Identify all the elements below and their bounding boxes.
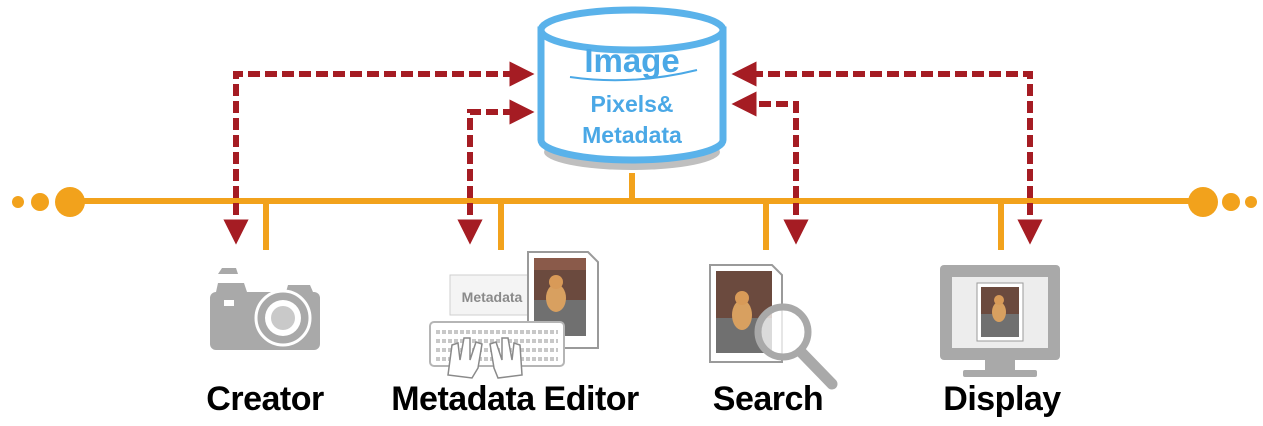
database-title: Image bbox=[584, 42, 679, 79]
image-database: Image Pixels& Metadata bbox=[537, 6, 727, 170]
station-label-search: Search bbox=[712, 380, 824, 418]
station-label-creator: Creator bbox=[206, 380, 324, 418]
search-icon bbox=[709, 264, 838, 390]
bus-dot-right-small bbox=[1245, 196, 1257, 208]
database-subtitle-line1: Pixels& bbox=[590, 91, 673, 117]
station-label-display: Display bbox=[943, 380, 1061, 418]
bus-dot-left-medium bbox=[31, 193, 49, 211]
arrow-creator bbox=[223, 61, 535, 245]
metadata-editor-icon: Metadata bbox=[429, 251, 599, 379]
bus-dot-right-medium bbox=[1222, 193, 1240, 211]
arrow-display bbox=[731, 61, 1043, 245]
bus bbox=[12, 173, 1257, 250]
typing-hands-icon bbox=[447, 337, 523, 379]
data-flow-arrows bbox=[223, 61, 1043, 245]
bus-end-left bbox=[55, 187, 85, 217]
arrow-metadata-editor bbox=[457, 99, 535, 245]
arrow-search bbox=[731, 91, 809, 245]
camera-icon bbox=[210, 268, 320, 350]
database-top bbox=[537, 6, 727, 54]
database-subtitle-line2: Metadata bbox=[582, 122, 682, 148]
database-body bbox=[537, 26, 727, 164]
bus-dot-left-small bbox=[12, 196, 24, 208]
magnifier-lens bbox=[754, 303, 812, 361]
bus-end-right bbox=[1188, 187, 1218, 217]
station-label-metadata-editor: Metadata Editor bbox=[391, 380, 639, 418]
monitor-icon bbox=[940, 265, 1060, 377]
magnifier-handle bbox=[795, 346, 838, 390]
database-underline bbox=[569, 69, 698, 82]
metadata-card-text: Metadata bbox=[462, 289, 523, 305]
